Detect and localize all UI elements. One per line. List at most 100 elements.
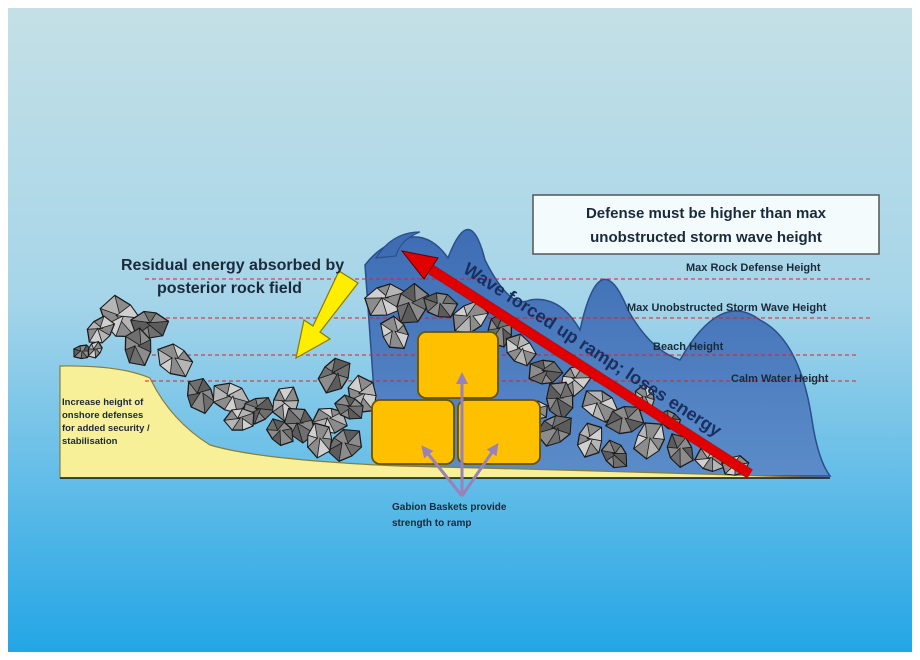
rock-facet: [187, 392, 201, 408]
rock-facet: [343, 394, 356, 408]
gabion-basket-left: [371, 399, 455, 465]
rock-facet: [623, 406, 640, 419]
arrow-up-left-icon: [400, 250, 753, 479]
rock-facet: [358, 381, 377, 396]
rock-facet: [283, 407, 304, 425]
rock-facet: [223, 417, 241, 431]
rock-facet: [605, 417, 623, 435]
rock-facet: [599, 397, 619, 413]
rock-facet: [652, 423, 665, 440]
rock-facet: [643, 383, 654, 398]
rock-facet: [307, 434, 319, 448]
rock-facet: [681, 446, 694, 462]
rock-facet: [347, 374, 363, 394]
rock-facet: [392, 315, 405, 332]
rock-facet: [99, 294, 121, 317]
rock-facet: [299, 408, 313, 424]
rock-facet: [545, 426, 561, 447]
rock-facet: [325, 371, 342, 394]
rock-facet: [382, 330, 393, 349]
gabion-basket-right: [457, 399, 541, 465]
callout-box: Defense must be higher than max unobstru…: [532, 194, 880, 255]
svg-text:stabilisation: stabilisation: [62, 436, 118, 447]
rock-facet: [331, 357, 351, 374]
rock-facet: [633, 434, 648, 450]
rock-facet: [80, 350, 89, 359]
gabion-arrow-icon-group: [421, 372, 499, 497]
rock-facet: [317, 408, 334, 420]
svg-text:Increase height of: Increase height of: [62, 397, 144, 408]
rock-facet: [212, 385, 231, 403]
rock-facet: [363, 287, 390, 299]
rock-facet: [174, 357, 194, 378]
rock-facet: [578, 422, 591, 439]
rock-facet: [244, 398, 259, 409]
rock-facet: [423, 297, 439, 313]
residual-energy-line-2: posterior rock field: [157, 280, 302, 297]
rock-facet: [516, 333, 531, 349]
rock-facet: [452, 305, 468, 317]
rock-facet: [115, 304, 141, 319]
rock-facet: [381, 296, 402, 316]
rock-facet: [344, 442, 363, 457]
rock-facet: [95, 347, 103, 355]
rock-facet: [513, 347, 528, 367]
gabion-note: Gabion Baskets provide strength to ramp: [392, 502, 507, 529]
onshore-note: Increase height of onshore defenses for …: [62, 397, 150, 447]
rock-facet: [556, 397, 574, 421]
rock-facet: [271, 429, 282, 447]
rock-facet: [327, 442, 343, 462]
rock-facet: [188, 378, 204, 394]
beach-sand: [59, 365, 831, 479]
level-label-beach: Beach Height: [653, 341, 724, 353]
rock-facet: [592, 401, 607, 423]
rock-facet: [96, 327, 111, 344]
rock-facet: [316, 437, 331, 459]
rock-facet: [624, 417, 645, 433]
rock-facet: [400, 301, 419, 324]
rock-facet: [577, 437, 594, 458]
rock-facet: [529, 359, 546, 371]
rock-facet: [128, 344, 146, 366]
rock-facet: [645, 436, 660, 460]
rock-facet: [322, 425, 333, 440]
rock-facet: [202, 392, 215, 415]
rock-facet: [265, 418, 279, 431]
rock-facet: [671, 413, 682, 421]
svg-text:onshore defenses: onshore defenses: [62, 410, 143, 421]
svg-text:for added security /: for added security /: [62, 423, 150, 434]
rock-facet: [400, 282, 416, 304]
rock-facet: [346, 405, 364, 419]
rock-facet: [608, 439, 622, 455]
rock-facet: [99, 315, 116, 330]
rock-facet: [571, 377, 592, 389]
rock-facet: [666, 432, 678, 449]
gabion-basket-top: [417, 331, 499, 399]
rock-facet: [442, 294, 459, 305]
callout-line-1: Defense must be higher than max: [586, 205, 827, 222]
rock-facet: [254, 397, 275, 411]
rock-facet: [159, 357, 173, 375]
rock-facet: [231, 408, 243, 420]
rock-facet: [172, 343, 185, 359]
rock-facet: [86, 320, 104, 330]
rock-facet: [472, 312, 490, 327]
rock-facet: [669, 447, 681, 469]
rock-facet: [437, 302, 452, 318]
rock-facet: [226, 382, 243, 397]
level-label-calm-water: Calm Water Height: [731, 373, 829, 385]
rock-facet: [143, 311, 157, 324]
level-label-max-storm: Max Unobstructed Storm Wave Height: [627, 302, 827, 314]
rock-facet: [394, 330, 409, 350]
rock-facet: [693, 457, 711, 470]
rock-facet: [611, 452, 627, 468]
callout-line-2: unobstructed storm wave height: [590, 229, 822, 246]
rock-facet: [551, 415, 573, 429]
rock-facet: [278, 386, 295, 403]
rock-facet: [585, 390, 604, 404]
svg-text:strength to ramp: strength to ramp: [392, 518, 471, 529]
arrow-down-left-icon: [295, 270, 359, 360]
rock-facet: [137, 338, 152, 353]
